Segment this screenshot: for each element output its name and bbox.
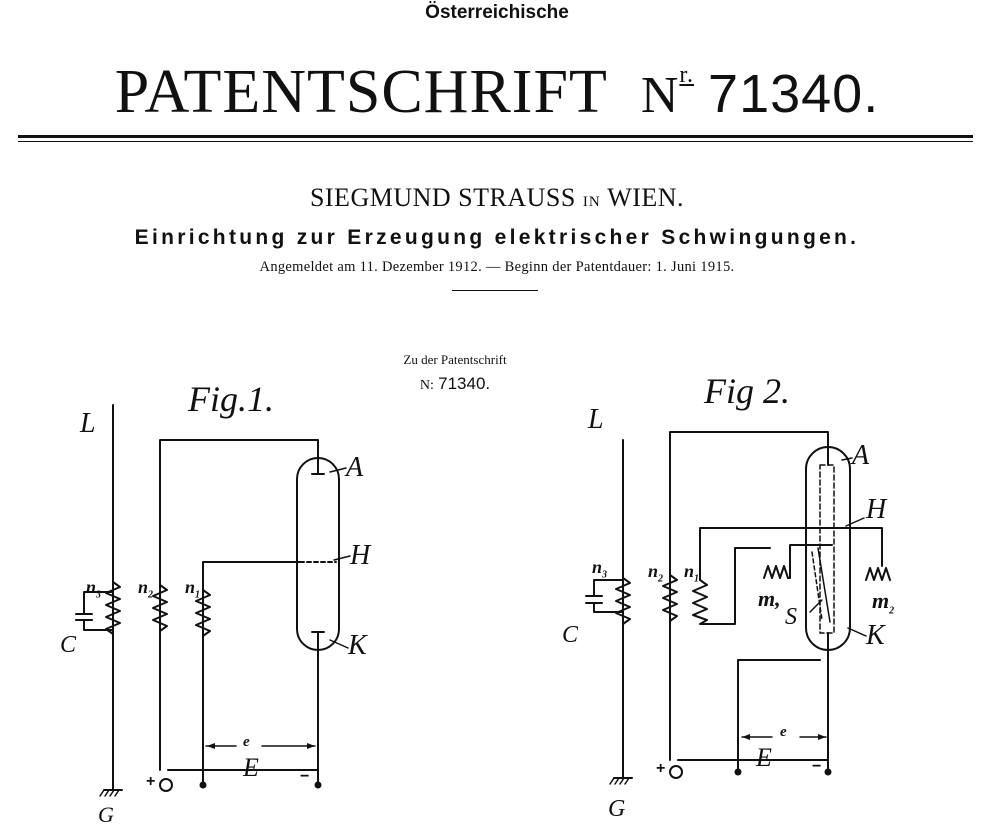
fig1-grid-wire	[202, 561, 301, 786]
fig2-spring-m2	[865, 567, 891, 581]
author-in: IN	[582, 194, 601, 210]
fig2-label-n2: n2	[648, 561, 664, 585]
title-nr: N	[640, 67, 680, 124]
fig2-label-n3: n3	[592, 557, 608, 581]
fig1-label-g: G	[98, 802, 114, 827]
fig2-label-m2: m2	[872, 588, 895, 617]
author-line: SIEGMUND STRAUSS IN WIEN.	[0, 183, 994, 213]
fig2-coil-n1	[692, 547, 771, 625]
fig1-label-e: e	[243, 734, 250, 750]
fig2-circuit	[585, 431, 891, 785]
fig1-cap-wire-bottom	[83, 619, 114, 631]
fig1-coil-n1	[195, 589, 211, 637]
fig2-element-s	[817, 547, 831, 623]
fig1-terminal-minus	[314, 781, 322, 789]
title-word: PATENTSCHRIFT	[114, 58, 608, 126]
patent-subject: Einrichtung zur Erzeugung elektrischer S…	[134, 226, 860, 249]
fig1-coil-n2	[152, 584, 168, 632]
fig1-terminal-plus	[159, 778, 173, 792]
reference-number: 71340.	[438, 374, 491, 393]
title-nr-sup: r.	[679, 62, 695, 88]
fig2-anode-loop	[669, 431, 829, 761]
fig2-label-e: e	[780, 724, 787, 740]
figure-reference-line: Zu der Patentschrift	[403, 352, 507, 367]
author-city: WIEN.	[607, 183, 685, 212]
fig2-cap-wire-top	[593, 579, 624, 597]
fig2-label-h: H	[866, 494, 887, 525]
fig1-terminal-n1	[199, 781, 207, 789]
fig1-cap-wire-top	[83, 591, 114, 615]
fig1-label-big-e: E	[243, 753, 259, 782]
fig1-label-k: K	[348, 630, 367, 661]
fig2-label-a: A	[852, 440, 870, 471]
fig1-label-a: A	[346, 452, 364, 483]
fig2-cap-wire-bottom	[593, 602, 624, 613]
fig2-cathode-wire	[737, 659, 821, 771]
fig1-coil-n3	[105, 581, 121, 635]
country-heading: Österreichische	[425, 2, 569, 23]
fig1-tube	[296, 457, 340, 651]
fig1-label-n3: n3	[86, 577, 102, 601]
fig2-spring-m1-coils	[763, 565, 789, 579]
fig2-m1-lead	[787, 544, 833, 579]
fig1-anode-loop	[159, 439, 319, 771]
fig2-label-plus: +	[656, 760, 666, 777]
figure-reference-number: N: 71340.	[360, 374, 550, 394]
fig2-title: Fig 2.	[704, 371, 790, 411]
fig1-label-minus: −	[300, 768, 310, 785]
fig1-label-n1: n1	[185, 577, 201, 601]
fig2-terminal-plus	[669, 765, 683, 779]
short-divider	[452, 290, 538, 291]
patent-dates: Angemeldet am 11. Dezember 1912. — Begin…	[259, 259, 735, 275]
fig2-tube	[805, 446, 851, 651]
fig2-label-l: L	[588, 404, 604, 435]
fig2-label-minus: −	[812, 758, 822, 775]
fig1-title: Fig.1.	[188, 379, 274, 419]
fig2-grid-wire	[699, 527, 871, 581]
fig1-label-plus: +	[146, 773, 156, 790]
fig2-terminal-n1	[734, 768, 742, 776]
fig1-label-l: L	[80, 408, 96, 439]
fig2-label-g: G	[608, 796, 626, 822]
header-rule-thin	[18, 141, 973, 142]
fig2-m2-lead	[869, 527, 883, 567]
fig2-label-c: C	[562, 622, 579, 648]
fig2-terminal-minus	[824, 768, 832, 776]
fig2-label-m1: m,	[758, 586, 781, 611]
fig2-label-k: K	[866, 620, 885, 651]
reference-nr: N:	[419, 378, 434, 393]
fig2-label-s: S	[785, 604, 797, 630]
fig2-label-n1: n1	[684, 561, 700, 585]
fig1-label-h: H	[350, 540, 371, 571]
fig2-label-big-e: E	[756, 743, 772, 772]
fig1-label-c: C	[60, 632, 77, 658]
patent-number: 71340.	[708, 64, 880, 124]
fig1-label-n2: n2	[138, 577, 154, 601]
author-name: SIEGMUND STRAUSS	[309, 183, 576, 212]
patent-title: PATENTSCHRIFT Nr. 71340.	[0, 38, 994, 133]
fig1-circuit	[75, 404, 351, 797]
fig2-coil-n3	[615, 577, 631, 625]
header-rule-thick	[18, 135, 973, 138]
fig2-coil-n2	[662, 574, 678, 622]
